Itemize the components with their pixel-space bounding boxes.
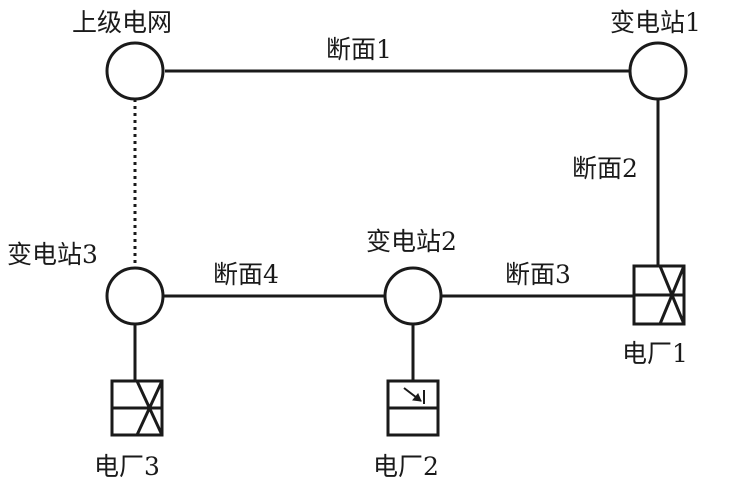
section2-label: 断面2	[572, 154, 638, 183]
section3-label: 断面3	[505, 260, 571, 289]
substation3-node	[105, 266, 165, 326]
substation3-label: 变电站3	[7, 240, 98, 269]
section1-label: 断面1	[326, 35, 392, 64]
substation2-label: 变电站2	[366, 227, 457, 256]
grid-node	[105, 41, 165, 101]
substation2-node	[383, 266, 443, 326]
substation1-node	[628, 41, 688, 101]
plant2-symbol	[386, 379, 440, 437]
plant1-label: 电厂1	[622, 339, 688, 368]
section4-label: 断面4	[213, 260, 279, 289]
grid-label: 上级电网	[72, 8, 172, 37]
plant1-symbol	[632, 264, 686, 326]
plant2-label: 电厂2	[373, 452, 439, 481]
plant3-symbol	[110, 379, 164, 437]
substation1-label: 变电站1	[610, 8, 701, 37]
plant3-label: 电厂3	[94, 452, 160, 481]
